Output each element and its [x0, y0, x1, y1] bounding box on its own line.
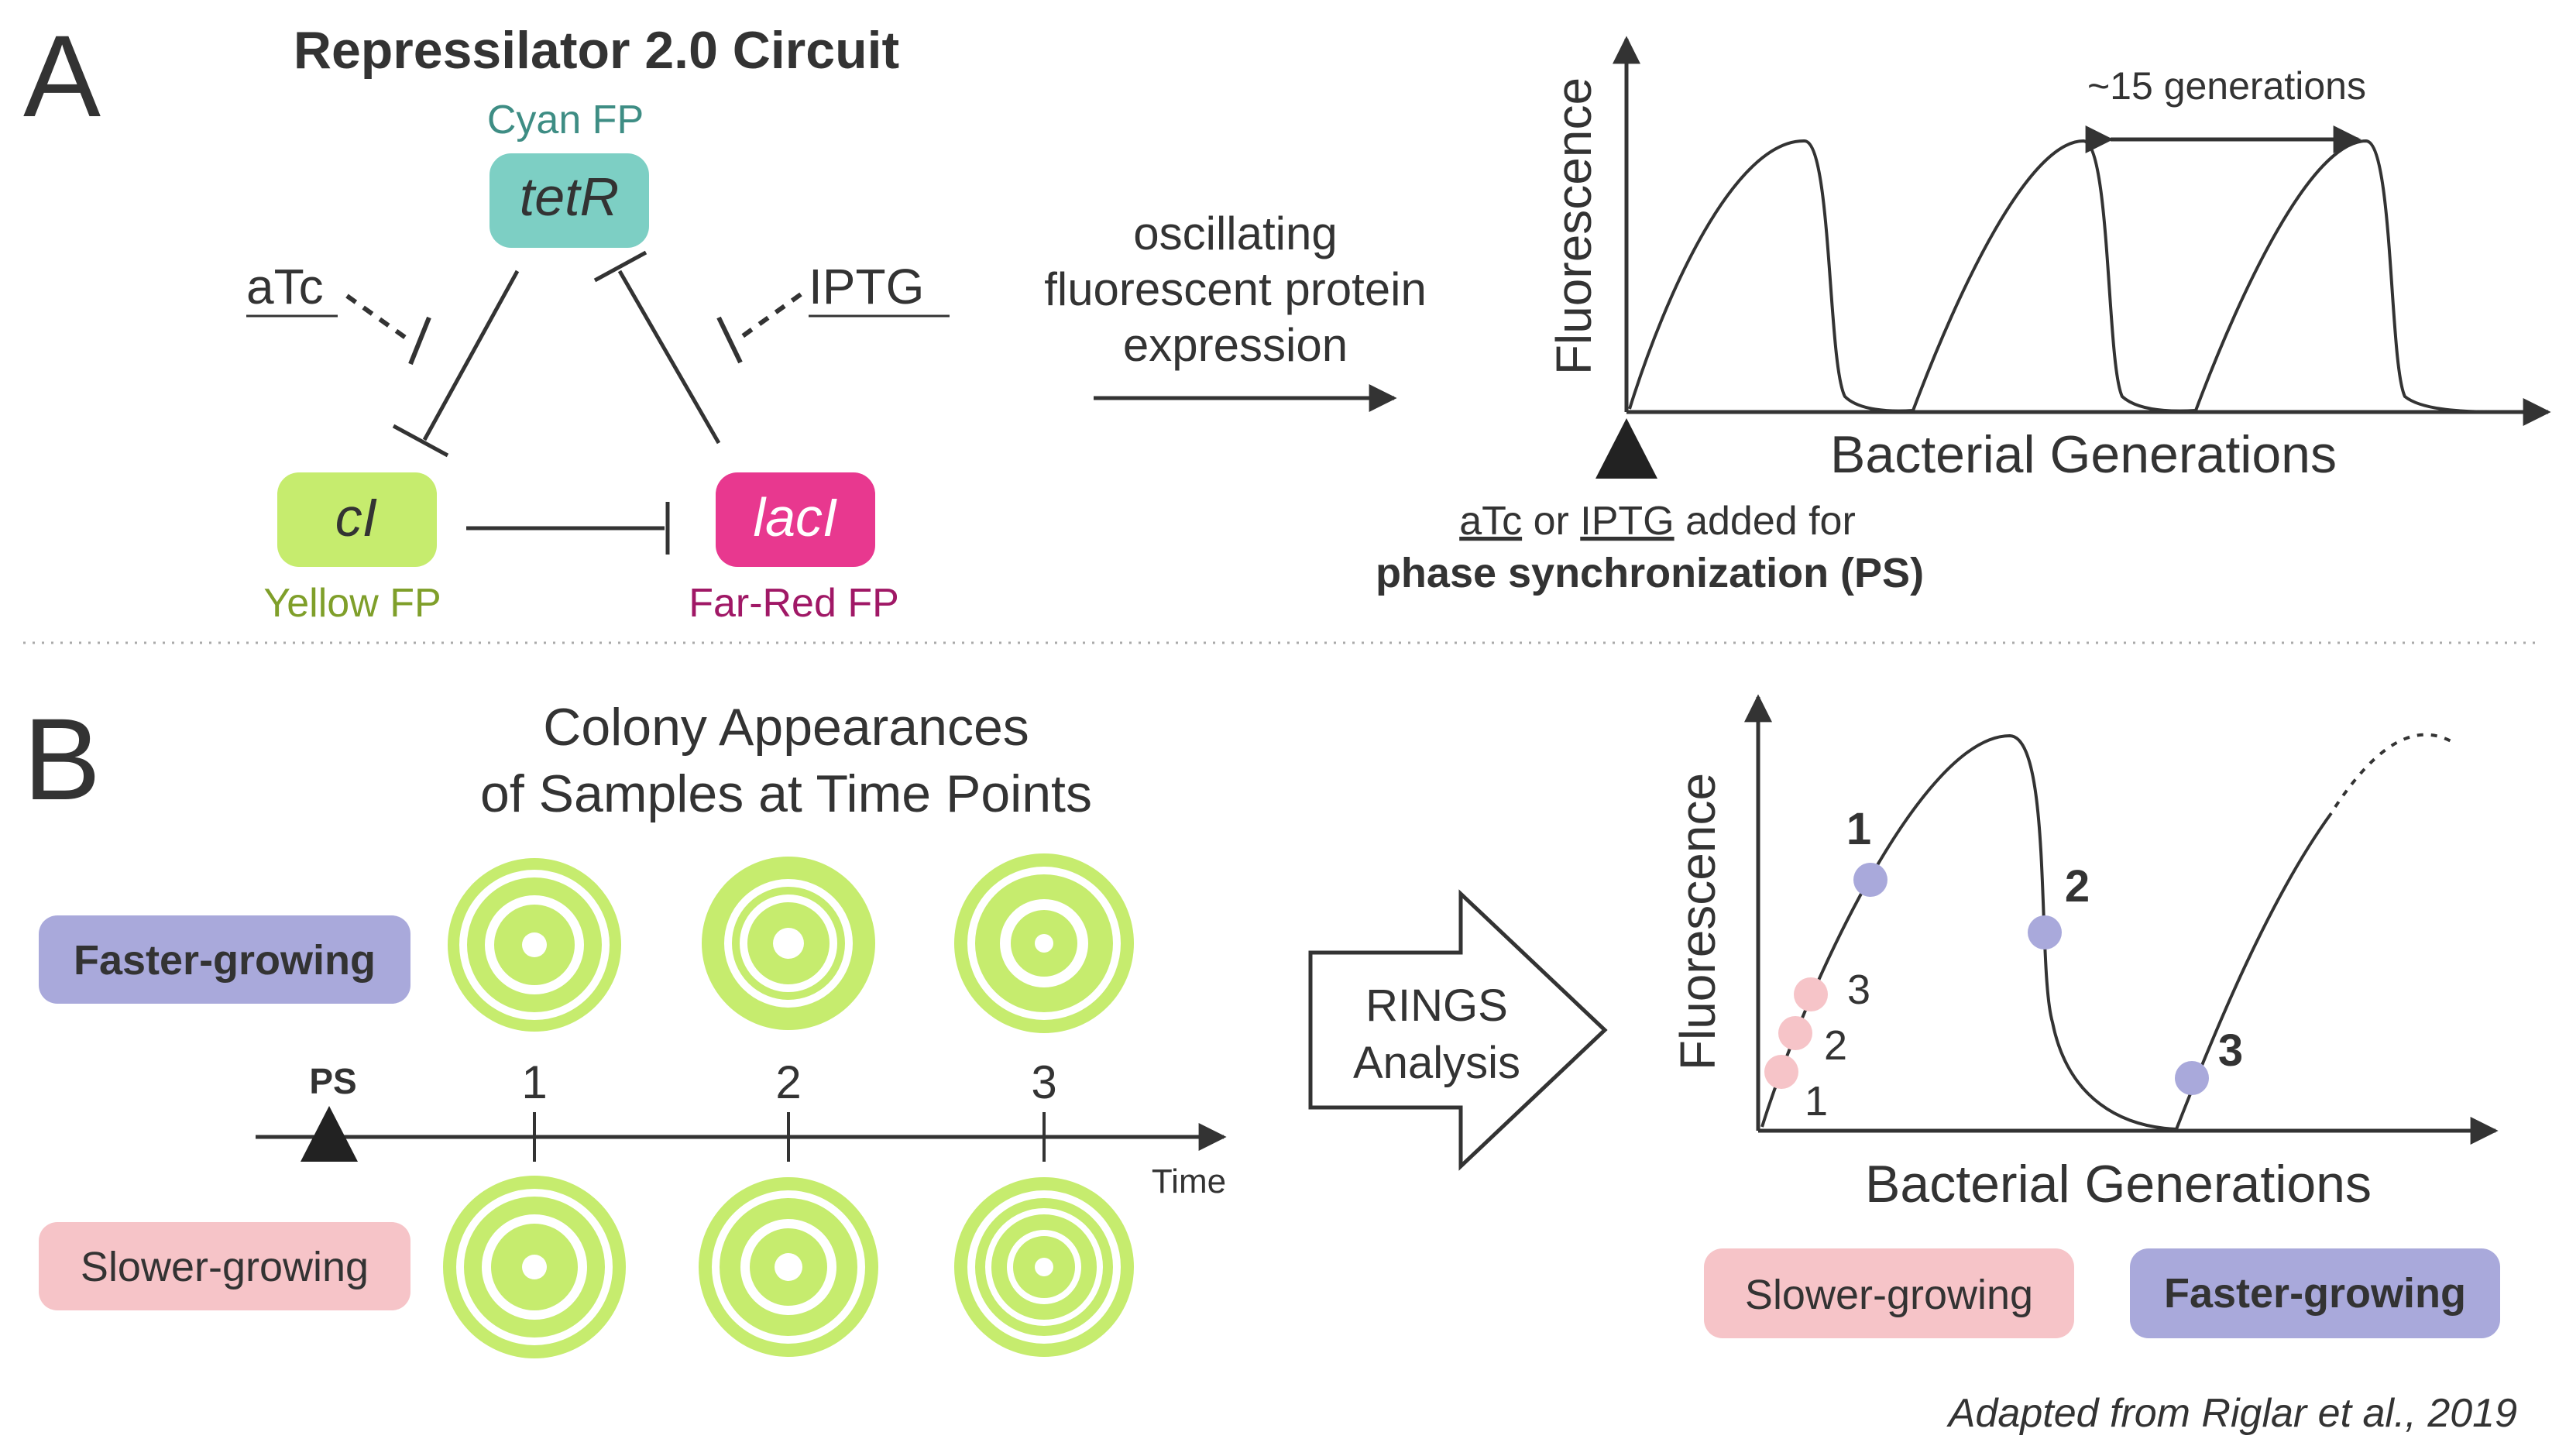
inducer-IPTG: IPTG	[809, 259, 924, 314]
colony-faster-1	[448, 858, 621, 1032]
repression-edges	[392, 250, 721, 555]
ps-timeline-marker	[301, 1106, 358, 1162]
ps-timeline-label: PS	[309, 1061, 356, 1101]
time-point-2: 2	[775, 1056, 801, 1108]
gene-tetR: Cyan FP tetR	[487, 98, 649, 248]
time-point-3: 3	[1031, 1056, 1056, 1108]
graph-b-ylabel: Fluorescence	[1670, 773, 1726, 1070]
faster-point-1	[1853, 863, 1887, 897]
colony-slower-2	[699, 1177, 878, 1357]
panel-b-title-line2: of Samples at Time Points	[480, 764, 1092, 823]
ps-note-or: or	[1534, 499, 1569, 544]
oscillation-curve	[1628, 139, 2502, 414]
edge-lacI-tetR	[617, 270, 721, 445]
graph-b-xlabel: Bacterial Generations	[1865, 1155, 2372, 1214]
panel-a-letter: A	[23, 11, 101, 141]
lacI-box	[716, 472, 875, 567]
edge-lacI-tetR-bar	[593, 250, 647, 283]
inducer-aTc: aTc	[246, 259, 324, 314]
legend-faster-badge	[2130, 1248, 2500, 1338]
colony-slower-1	[443, 1176, 626, 1358]
faster-point-label-3: 3	[2218, 1025, 2243, 1076]
rings-label-line2: Analysis	[1353, 1038, 1520, 1088]
ps-note-inducer2: IPTG	[1580, 499, 1674, 544]
IPTG-inhibition-bar	[716, 316, 743, 364]
ps-note-inducer1: aTc	[1459, 499, 1522, 544]
slower-growing-label: Slower-growing	[81, 1244, 369, 1290]
rings-label-line1: RINGS	[1365, 980, 1508, 1031]
arrow-text-line2: fluorescent protein	[1044, 263, 1427, 315]
slower-point-2	[1778, 1016, 1812, 1050]
graph-a: Fluorescence Bacterial Generations ~15 g…	[1376, 36, 2551, 596]
graph-a-xlabel: Bacterial Generations	[1830, 425, 2337, 484]
period-label: ~15 generations	[2087, 64, 2366, 108]
faster-growing-badge	[39, 915, 410, 1004]
ps-note-line1: aTc or IPTG added for	[1459, 499, 1856, 544]
faster-growing-label: Faster-growing	[74, 937, 376, 984]
faster-point-3	[2175, 1061, 2209, 1095]
faster-point-label-1: 1	[1846, 804, 1871, 854]
time-point-1: 1	[521, 1056, 547, 1108]
colony-faster-3	[954, 853, 1134, 1033]
aTc-inhibition	[345, 294, 414, 345]
rings-analysis-arrow	[1308, 889, 1608, 1171]
lacI-fp-label: Far-Red FP	[689, 581, 899, 626]
panel-b-letter: B	[23, 694, 101, 824]
graph-b: Fluorescence Bacterial Generations 1 2 3…	[1670, 694, 2499, 1214]
graph-a-ylabel: Fluorescence	[1546, 77, 1602, 375]
edge-tetR-cI	[422, 270, 520, 441]
ps-note-rest: added for	[1685, 499, 1856, 544]
aTc-inhibition-bar	[408, 316, 431, 366]
arrow-text-line3: expression	[1123, 319, 1348, 371]
slower-point-label-1: 1	[1805, 1078, 1828, 1125]
edge-tetR-cI-bar	[392, 424, 449, 458]
cI-label: cI	[335, 487, 377, 548]
slower-point-1	[1764, 1055, 1798, 1089]
ps-note-bold: phase synchronization (PS)	[1376, 550, 1924, 596]
lacI-label: lacI	[754, 487, 838, 548]
panel-b-title-line1: Colony Appearances	[543, 698, 1029, 757]
gene-cI: cI Yellow FP	[263, 472, 441, 626]
graph-b-curve-extension	[2334, 733, 2457, 809]
slower-point-label-3: 3	[1847, 967, 1870, 1013]
slower-growing-badge	[39, 1222, 410, 1310]
legend-slower-badge	[1704, 1248, 2074, 1338]
faster-point-label-2: 2	[2065, 861, 2090, 912]
cI-fp-label: Yellow FP	[263, 581, 441, 626]
legend-slower-label: Slower-growing	[1745, 1272, 2033, 1318]
cI-box	[277, 472, 437, 567]
tetR-fp-label: Cyan FP	[487, 98, 644, 143]
colony-slower-3	[954, 1177, 1134, 1357]
ps-marker	[1596, 418, 1657, 479]
circuit-title: Repressilator 2.0 Circuit	[294, 21, 899, 80]
citation: Adapted from Riglar et al., 2019	[1946, 1391, 2517, 1436]
time-axis-label: Time	[1152, 1162, 1226, 1200]
colony-faster-2	[702, 857, 875, 1030]
slower-point-3	[1794, 977, 1828, 1011]
legend-faster-label: Faster-growing	[2164, 1270, 2466, 1317]
slower-point-label-2: 2	[1824, 1022, 1847, 1069]
IPTG-inhibition	[739, 292, 802, 340]
arrow-text-line1: oscillating	[1133, 208, 1337, 259]
tetR-box	[489, 153, 649, 248]
gene-lacI: lacI Far-Red FP	[689, 472, 899, 626]
graph-b-curve	[1760, 733, 2333, 1131]
faster-point-2	[2028, 915, 2062, 949]
tetR-label: tetR	[520, 167, 619, 227]
